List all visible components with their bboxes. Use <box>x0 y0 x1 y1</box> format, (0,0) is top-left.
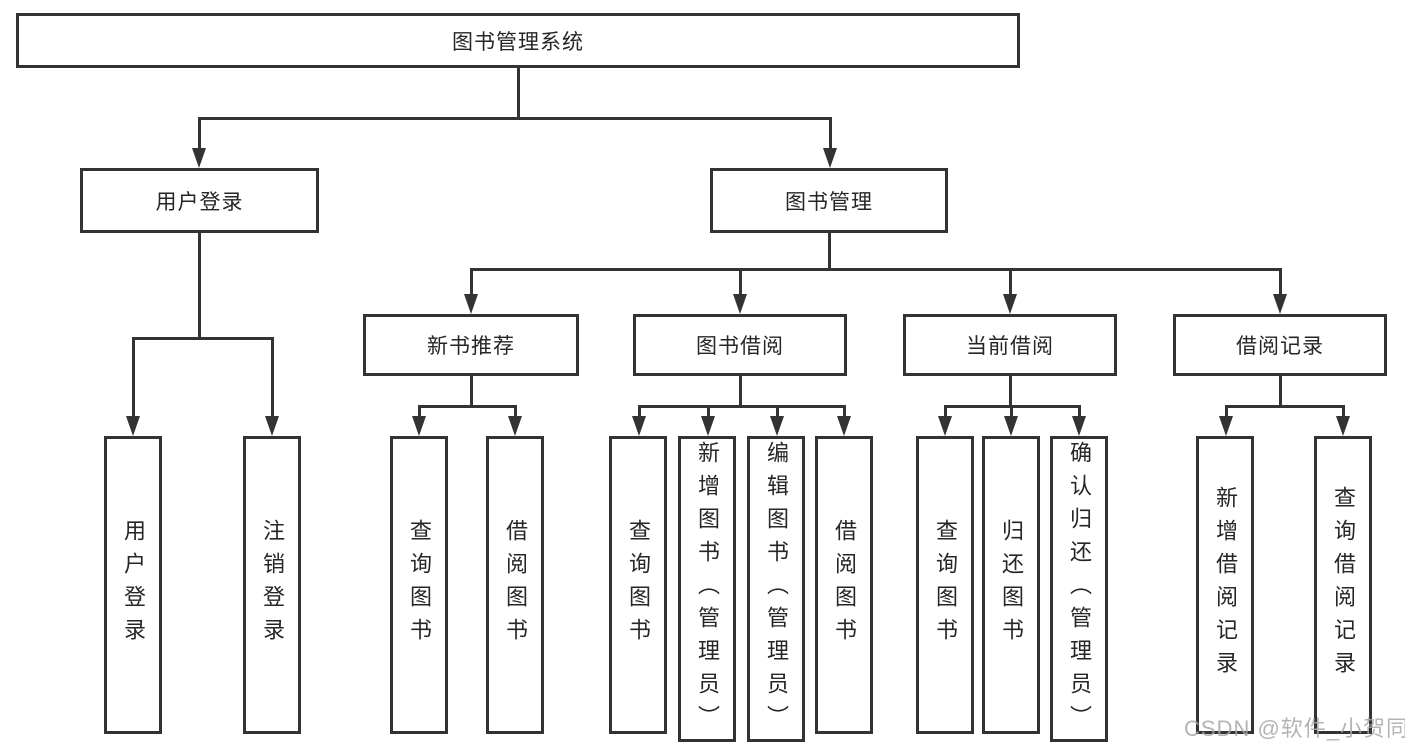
connector-level2-branch <box>470 268 1282 271</box>
leaf-query-books-recommend: 查询图书 <box>390 436 448 734</box>
connector-records-branch <box>1225 405 1345 408</box>
leaf-borrow-books-borrowing: 借阅图书 <box>815 436 873 734</box>
leaf-logout: 注销登录 <box>243 436 301 734</box>
connector-stub-query-books-current <box>944 405 947 418</box>
connector-bookmgmt-trunk <box>828 233 831 271</box>
connector-userlogin-trunk <box>198 233 201 338</box>
connector-borrowing-trunk <box>739 376 742 408</box>
connector-stub-query-books-borrowing <box>638 405 641 418</box>
node-book-borrowing: 图书借阅 <box>633 314 847 376</box>
node-user-login-branch: 用户登录 <box>80 168 319 233</box>
arrowhead-to-return-book <box>1004 416 1018 436</box>
connector-records-trunk <box>1279 376 1282 408</box>
connector-stub-add-borrow-record <box>1225 405 1228 418</box>
connector-stub-book-borrowing <box>739 268 742 296</box>
connector-stub-leaf-logout <box>271 337 274 418</box>
connector-stub-edit-book-admin <box>776 405 779 418</box>
connector-stub-leaf-user-login <box>132 337 135 418</box>
arrowhead-to-borrow-books-borrowing <box>837 416 851 436</box>
node-borrow-records: 借阅记录 <box>1173 314 1387 376</box>
arrowhead-to-current-borrowing <box>1003 294 1017 314</box>
arrowhead-to-query-books-recommend <box>412 416 426 436</box>
connector-stub-new-book-recommend <box>470 268 473 296</box>
connector-current-trunk <box>1009 376 1012 408</box>
connector-stub-book-management <box>829 117 832 150</box>
arrowhead-to-query-books-current <box>938 416 952 436</box>
csdn-watermark: CSDN @软件_小贺同学 <box>1184 716 1405 741</box>
node-system-root: 图书管理系统 <box>16 13 1020 68</box>
connector-stub-add-book-admin <box>707 405 710 418</box>
node-current-borrowing: 当前借阅 <box>903 314 1117 376</box>
leaf-user-login: 用户登录 <box>104 436 162 734</box>
connector-recommend-trunk <box>470 376 473 408</box>
leaf-query-books-borrowing: 查询图书 <box>609 436 667 734</box>
arrowhead-to-confirm-return <box>1072 416 1086 436</box>
arrowhead-to-add-book-admin <box>701 416 715 436</box>
connector-level1-branch <box>198 117 832 120</box>
arrowhead-to-borrow-records <box>1273 294 1287 314</box>
arrowhead-to-leaf-user-login <box>126 416 140 436</box>
node-new-book-recommend: 新书推荐 <box>363 314 579 376</box>
arrowhead-to-user-login <box>192 148 206 168</box>
connector-stub-borrow-books-borrowing <box>843 405 846 418</box>
connector-userlogin-branch <box>132 337 273 340</box>
connector-stub-borrow-records <box>1279 268 1282 296</box>
arrowhead-to-borrow-books-recommend <box>508 416 522 436</box>
leaf-query-borrow-record: 查询借阅记录 <box>1314 436 1372 734</box>
node-book-management: 图书管理 <box>710 168 948 233</box>
connector-stub-user-login <box>198 117 201 150</box>
leaf-edit-book-admin: 编辑图书（管理员） <box>747 436 805 742</box>
leaf-return-book: 归还图书 <box>982 436 1040 734</box>
leaf-query-books-current: 查询图书 <box>916 436 974 734</box>
leaf-add-borrow-record: 新增借阅记录 <box>1196 436 1254 734</box>
leaf-borrow-books-recommend: 借阅图书 <box>486 436 544 734</box>
arrowhead-to-book-borrowing <box>733 294 747 314</box>
arrowhead-to-book-management <box>823 148 837 168</box>
connector-stub-borrow-books-recommend <box>514 405 517 418</box>
connector-stub-confirm-return <box>1078 405 1081 418</box>
connector-root-trunk <box>517 68 520 118</box>
connector-stub-return-book <box>1010 405 1013 418</box>
arrowhead-to-add-borrow-record <box>1219 416 1233 436</box>
arrowhead-to-new-book-recommend <box>464 294 478 314</box>
leaf-add-book-admin: 新增图书（管理员） <box>678 436 736 742</box>
arrowhead-to-leaf-logout <box>265 416 279 436</box>
arrowhead-to-edit-book-admin <box>770 416 784 436</box>
connector-borrowing-branch <box>638 405 846 408</box>
connector-stub-current-borrowing <box>1009 268 1012 296</box>
leaf-confirm-return-admin: 确认归还（管理员） <box>1050 436 1108 742</box>
arrowhead-to-query-books-borrowing <box>632 416 646 436</box>
connector-stub-query-borrow-record <box>1342 405 1345 418</box>
arrowhead-to-query-borrow-record <box>1336 416 1350 436</box>
connector-recommend-branch <box>418 405 517 408</box>
connector-stub-query-books-recommend <box>418 405 421 418</box>
